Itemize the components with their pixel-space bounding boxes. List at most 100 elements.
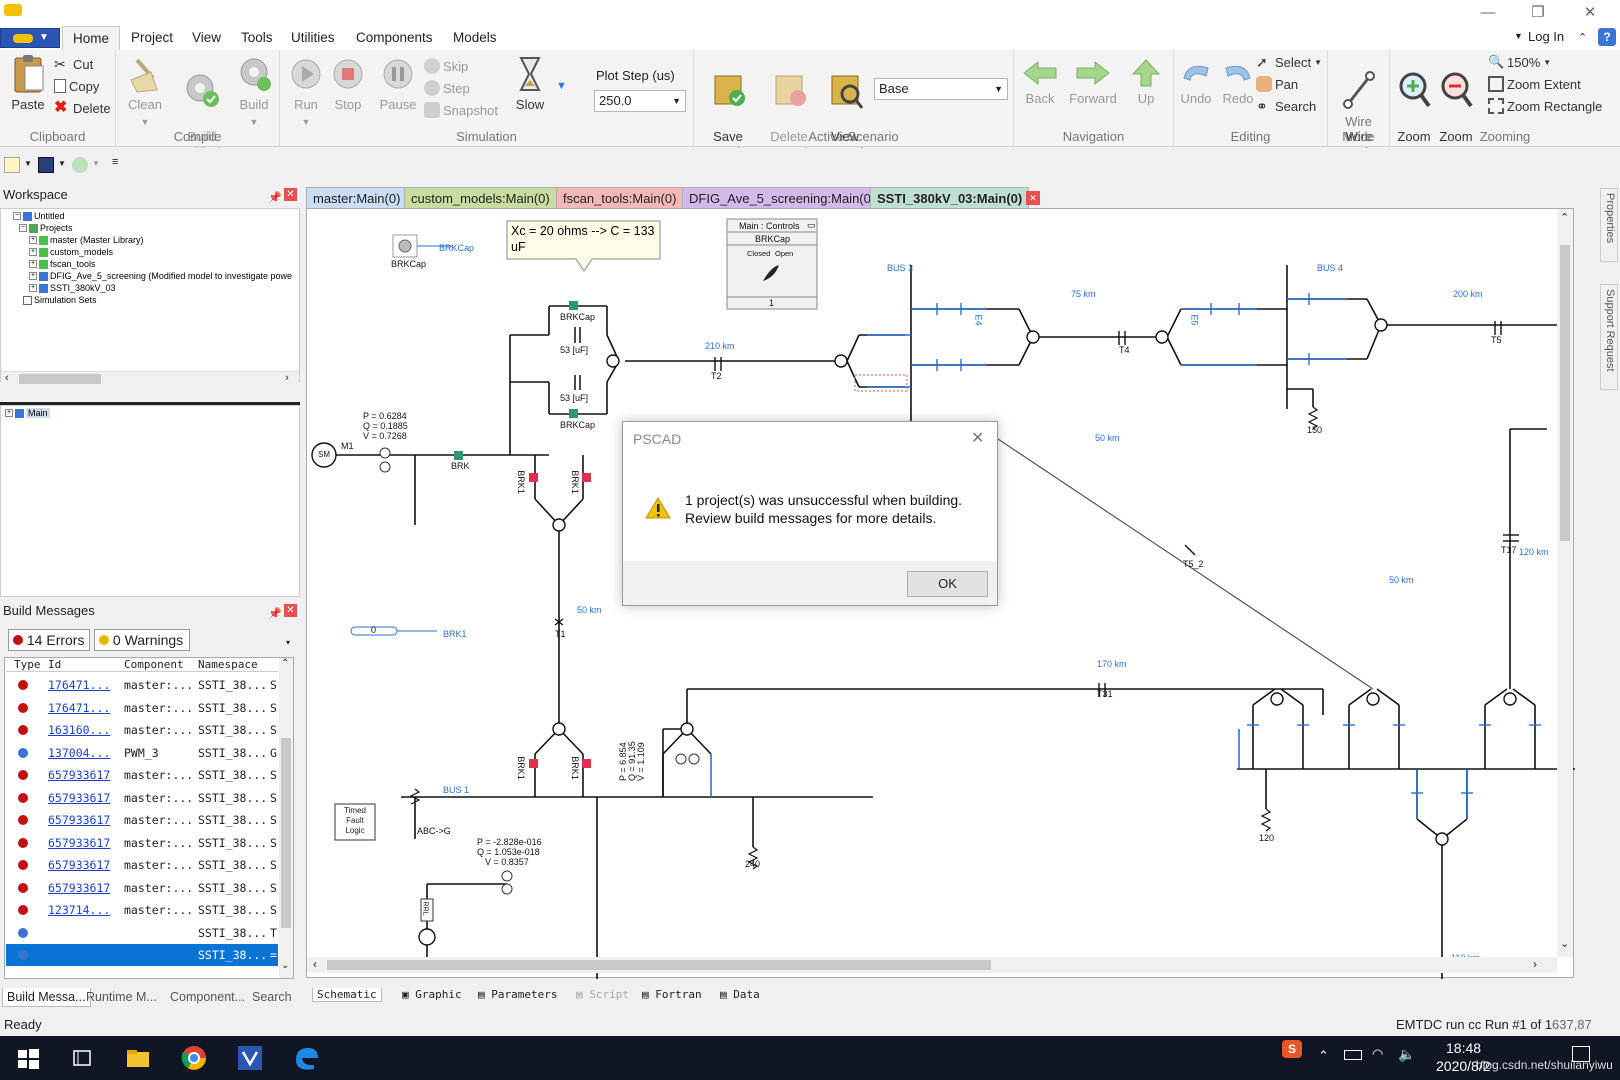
tree-item-fscan-tools[interactable]: +fscan_tools	[29, 259, 96, 269]
tab-data[interactable]: ▤ Data	[720, 988, 760, 1001]
controls-close-icon[interactable]: ▭	[807, 220, 816, 230]
doc-tab[interactable]: custom_models:Main(0)	[404, 187, 557, 209]
doc-tab[interactable]: fscan_tools:Main(0)	[556, 187, 684, 209]
speed-slider[interactable]: ▼	[556, 80, 567, 92]
help-icon[interactable]: ?	[1598, 28, 1616, 46]
col-type[interactable]: Type	[14, 658, 41, 671]
login-dropdown-icon[interactable]: ▼	[1514, 31, 1523, 41]
snapshot-button[interactable]: Snapshot	[424, 100, 498, 120]
tree-item-projects[interactable]: −Projects	[19, 223, 73, 233]
tab-view[interactable]: View	[192, 30, 222, 45]
cell-id[interactable]: 176471...	[48, 700, 111, 715]
canvas-hscrollbar[interactable]: ‹ ›	[307, 957, 1557, 973]
save-scenario-button[interactable]: Save Scenario ▼	[696, 54, 760, 162]
ok-button[interactable]: OK	[907, 571, 988, 597]
table-row[interactable]: 176471...master:...SSTI_38...S	[6, 674, 278, 696]
build-messages-close-button[interactable]: ✕	[284, 604, 297, 617]
cell-id[interactable]: 657933617	[48, 768, 111, 782]
sogou-ime-icon[interactable]: S	[1282, 1040, 1302, 1058]
paste-button[interactable]: Paste	[6, 54, 50, 113]
run-button[interactable]: Run▼	[286, 54, 326, 130]
file-explorer-icon[interactable]	[124, 1044, 152, 1072]
battery-icon[interactable]	[1344, 1050, 1362, 1060]
tab-parameters[interactable]: ▤ Parameters	[478, 988, 558, 1001]
stop-button[interactable]: Stop	[328, 54, 368, 113]
workspace-splitter[interactable]	[0, 402, 300, 405]
refresh-dropdown-icon[interactable]: ▼	[92, 159, 100, 168]
cell-id[interactable]: 176471...	[48, 678, 111, 692]
col-id[interactable]: Id	[48, 658, 62, 671]
cell-id[interactable]: 657933617	[48, 813, 111, 827]
build-button[interactable]: Build▼	[232, 54, 276, 130]
save-icon[interactable]	[38, 157, 54, 173]
zoom-level-dropdown[interactable]: 🔍150%▼	[1488, 54, 1552, 70]
scenario-combo[interactable]: Base▼	[874, 78, 1008, 100]
table-row[interactable]: SSTI_38...T	[6, 922, 278, 944]
build-modified-button[interactable]: Build Modified ▼	[170, 54, 234, 162]
filter-menu-icon[interactable]: ▾	[286, 638, 291, 647]
tab-components[interactable]: Components	[356, 30, 433, 45]
copy-button[interactable]: Copy	[54, 76, 99, 96]
wire-mode-button[interactable]: Wire Mode	[1332, 54, 1386, 161]
clock-time[interactable]: 18:48	[1446, 1040, 1482, 1056]
tree-item-simulation-sets[interactable]: Simulation Sets	[23, 295, 97, 305]
tab-script[interactable]: ▤ Script	[576, 988, 629, 1001]
tab-build-messages[interactable]: Build Messa...	[2, 988, 91, 1007]
tree-item-untitled[interactable]: −Untitled	[13, 211, 65, 221]
search-button[interactable]: ⚭Search	[1256, 98, 1317, 114]
tray-chevron-icon[interactable]: ⌃	[1318, 1048, 1329, 1063]
tab-home[interactable]: Home	[62, 26, 121, 50]
side-tab-properties[interactable]: Properties	[1600, 188, 1618, 262]
table-row[interactable]: 163160...master:...SSTI_38...S	[6, 719, 278, 741]
cell-id[interactable]: 123714...	[48, 903, 111, 917]
pan-button[interactable]: Pan	[1256, 74, 1298, 94]
tab-utilities[interactable]: Utilities	[291, 30, 335, 45]
workspace-close-button[interactable]: ✕	[284, 188, 297, 201]
view-scenario-button[interactable]: View Scenario	[816, 54, 874, 161]
restore-button[interactable]: ❐	[1531, 4, 1545, 21]
forward-button[interactable]: Forward	[1064, 58, 1122, 107]
tab-search[interactable]: Search	[252, 990, 292, 1004]
slow-button[interactable]: Slow	[510, 54, 550, 113]
warnings-filter-button[interactable]: 0 Warnings	[94, 629, 190, 651]
canvas-vscrollbar[interactable]: ⌃ ⌄	[1557, 209, 1573, 957]
workspace-hscrollbar[interactable]: ‹ ›	[1, 371, 299, 385]
clean-button[interactable]: Clean▼	[120, 54, 170, 130]
pin-icon[interactable]: 📌	[268, 192, 282, 204]
skip-button[interactable]: Skip	[424, 56, 468, 76]
pin-icon[interactable]: 📌	[268, 608, 282, 620]
cell-id[interactable]: 657933617	[48, 835, 111, 850]
redo-button[interactable]: Redo	[1216, 58, 1260, 107]
doc-tab[interactable]: master:Main(0)	[306, 187, 408, 209]
cell-id[interactable]: 657933617	[48, 858, 111, 872]
delete-scenario-button[interactable]: Delete Scenario	[760, 54, 818, 161]
tree-item-custom-models[interactable]: +custom_models	[29, 247, 114, 257]
delete-button[interactable]: ✖Delete	[54, 99, 111, 116]
new-dropdown-icon[interactable]: ▼	[24, 159, 32, 168]
cell-id[interactable]: 657933617	[48, 880, 111, 895]
wifi-icon[interactable]: ◠	[1372, 1046, 1384, 1061]
doc-tab[interactable]: DFIG_Ave_5_screening:Main(0)	[682, 187, 883, 209]
zoom-in-button[interactable]: Zoom In	[1394, 54, 1434, 161]
tab-tools[interactable]: Tools	[241, 30, 273, 45]
table-row[interactable]: 176471...master:...SSTI_38...S	[6, 697, 278, 719]
col-component[interactable]: Component	[124, 658, 184, 671]
plot-step-combo[interactable]: 250.0▼	[594, 90, 686, 112]
doc-tab[interactable]: SSTI_380kV_03:Main(0)	[870, 187, 1030, 209]
tab-fortran[interactable]: ▤ Fortran	[642, 988, 702, 1001]
minimize-ribbon-icon[interactable]: ⌃	[1578, 32, 1588, 44]
pause-button[interactable]: Pause	[378, 54, 418, 113]
application-menu-button[interactable]: ▼	[0, 28, 60, 48]
table-row[interactable]: SSTI_38...=	[6, 944, 278, 966]
minimize-button[interactable]: —	[1480, 4, 1496, 21]
cell-id[interactable]: 137004...	[48, 745, 111, 760]
undo-button[interactable]: Undo	[1174, 58, 1218, 107]
windows-start-icon[interactable]	[14, 1044, 42, 1072]
controls-closed-label[interactable]: Closed	[747, 249, 771, 258]
tree-item-ssti[interactable]: +SSTI_380kV_03	[29, 283, 116, 293]
